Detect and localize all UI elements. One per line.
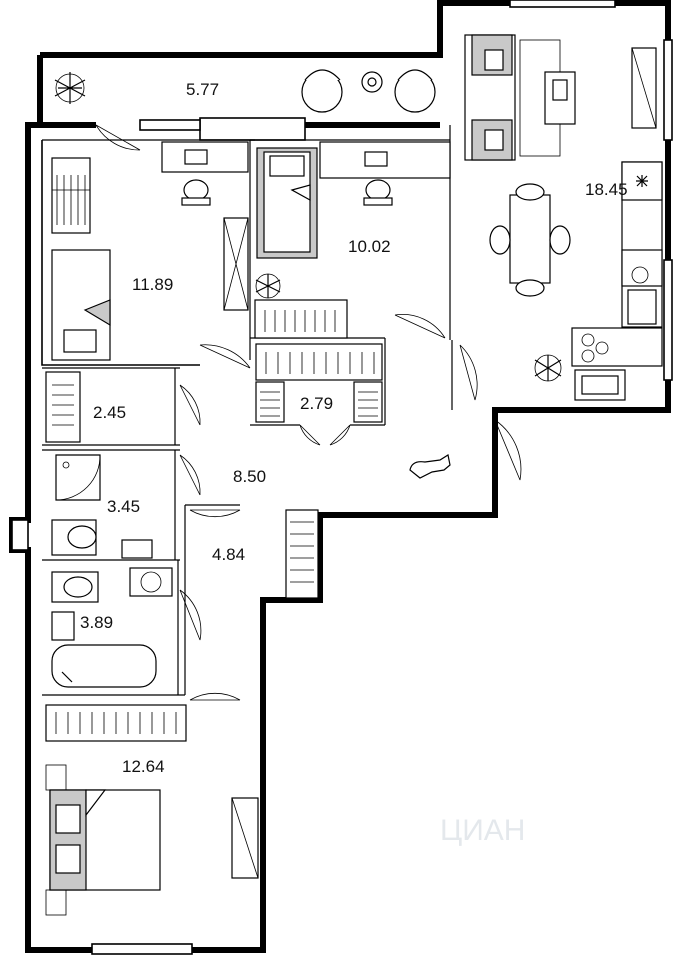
area-label-wardrobe: 2.79: [300, 394, 333, 413]
living-kitchen-furniture: [464, 34, 663, 401]
area-label-bathroom: 3.89: [80, 613, 113, 632]
closet-furniture: [45, 371, 81, 443]
room-labels: 5.77 18.45 11.89 10.02 2.45 2.79 8.50 3.…: [80, 80, 628, 776]
wardrobe-furniture: [255, 343, 383, 423]
windows: [91, 0, 673, 955]
bedroom-center-furniture: [254, 141, 451, 339]
bedroom-bottom-furniture: [45, 704, 259, 916]
area-label-bedroom-center: 10.02: [348, 237, 391, 256]
watermark: ЦИАН: [440, 814, 525, 847]
dog-icon: [409, 454, 451, 479]
area-label-shower-bathroom: 3.45: [107, 497, 140, 516]
area-label-hall: 8.50: [233, 467, 266, 486]
plant-icon: [255, 273, 281, 299]
area-label-bedroom-bottom: 12.64: [122, 757, 165, 776]
plant-icon: [534, 354, 562, 382]
plant-icon: [54, 72, 86, 104]
bedroom-left-furniture: [51, 141, 249, 361]
balcony-furniture: [54, 69, 436, 113]
doors: [95, 124, 522, 701]
bathroom-furniture: [51, 567, 173, 688]
area-label-bedroom-left: 11.89: [132, 275, 173, 294]
area-label-balcony: 5.77: [186, 80, 219, 99]
area-label-closet: 2.45: [93, 403, 126, 422]
shower-bathroom-furniture: [11, 454, 153, 559]
hall-decor: [285, 454, 451, 599]
area-label-living-kitchen: 18.45: [585, 180, 628, 199]
area-label-corridor: 4.84: [212, 545, 245, 564]
